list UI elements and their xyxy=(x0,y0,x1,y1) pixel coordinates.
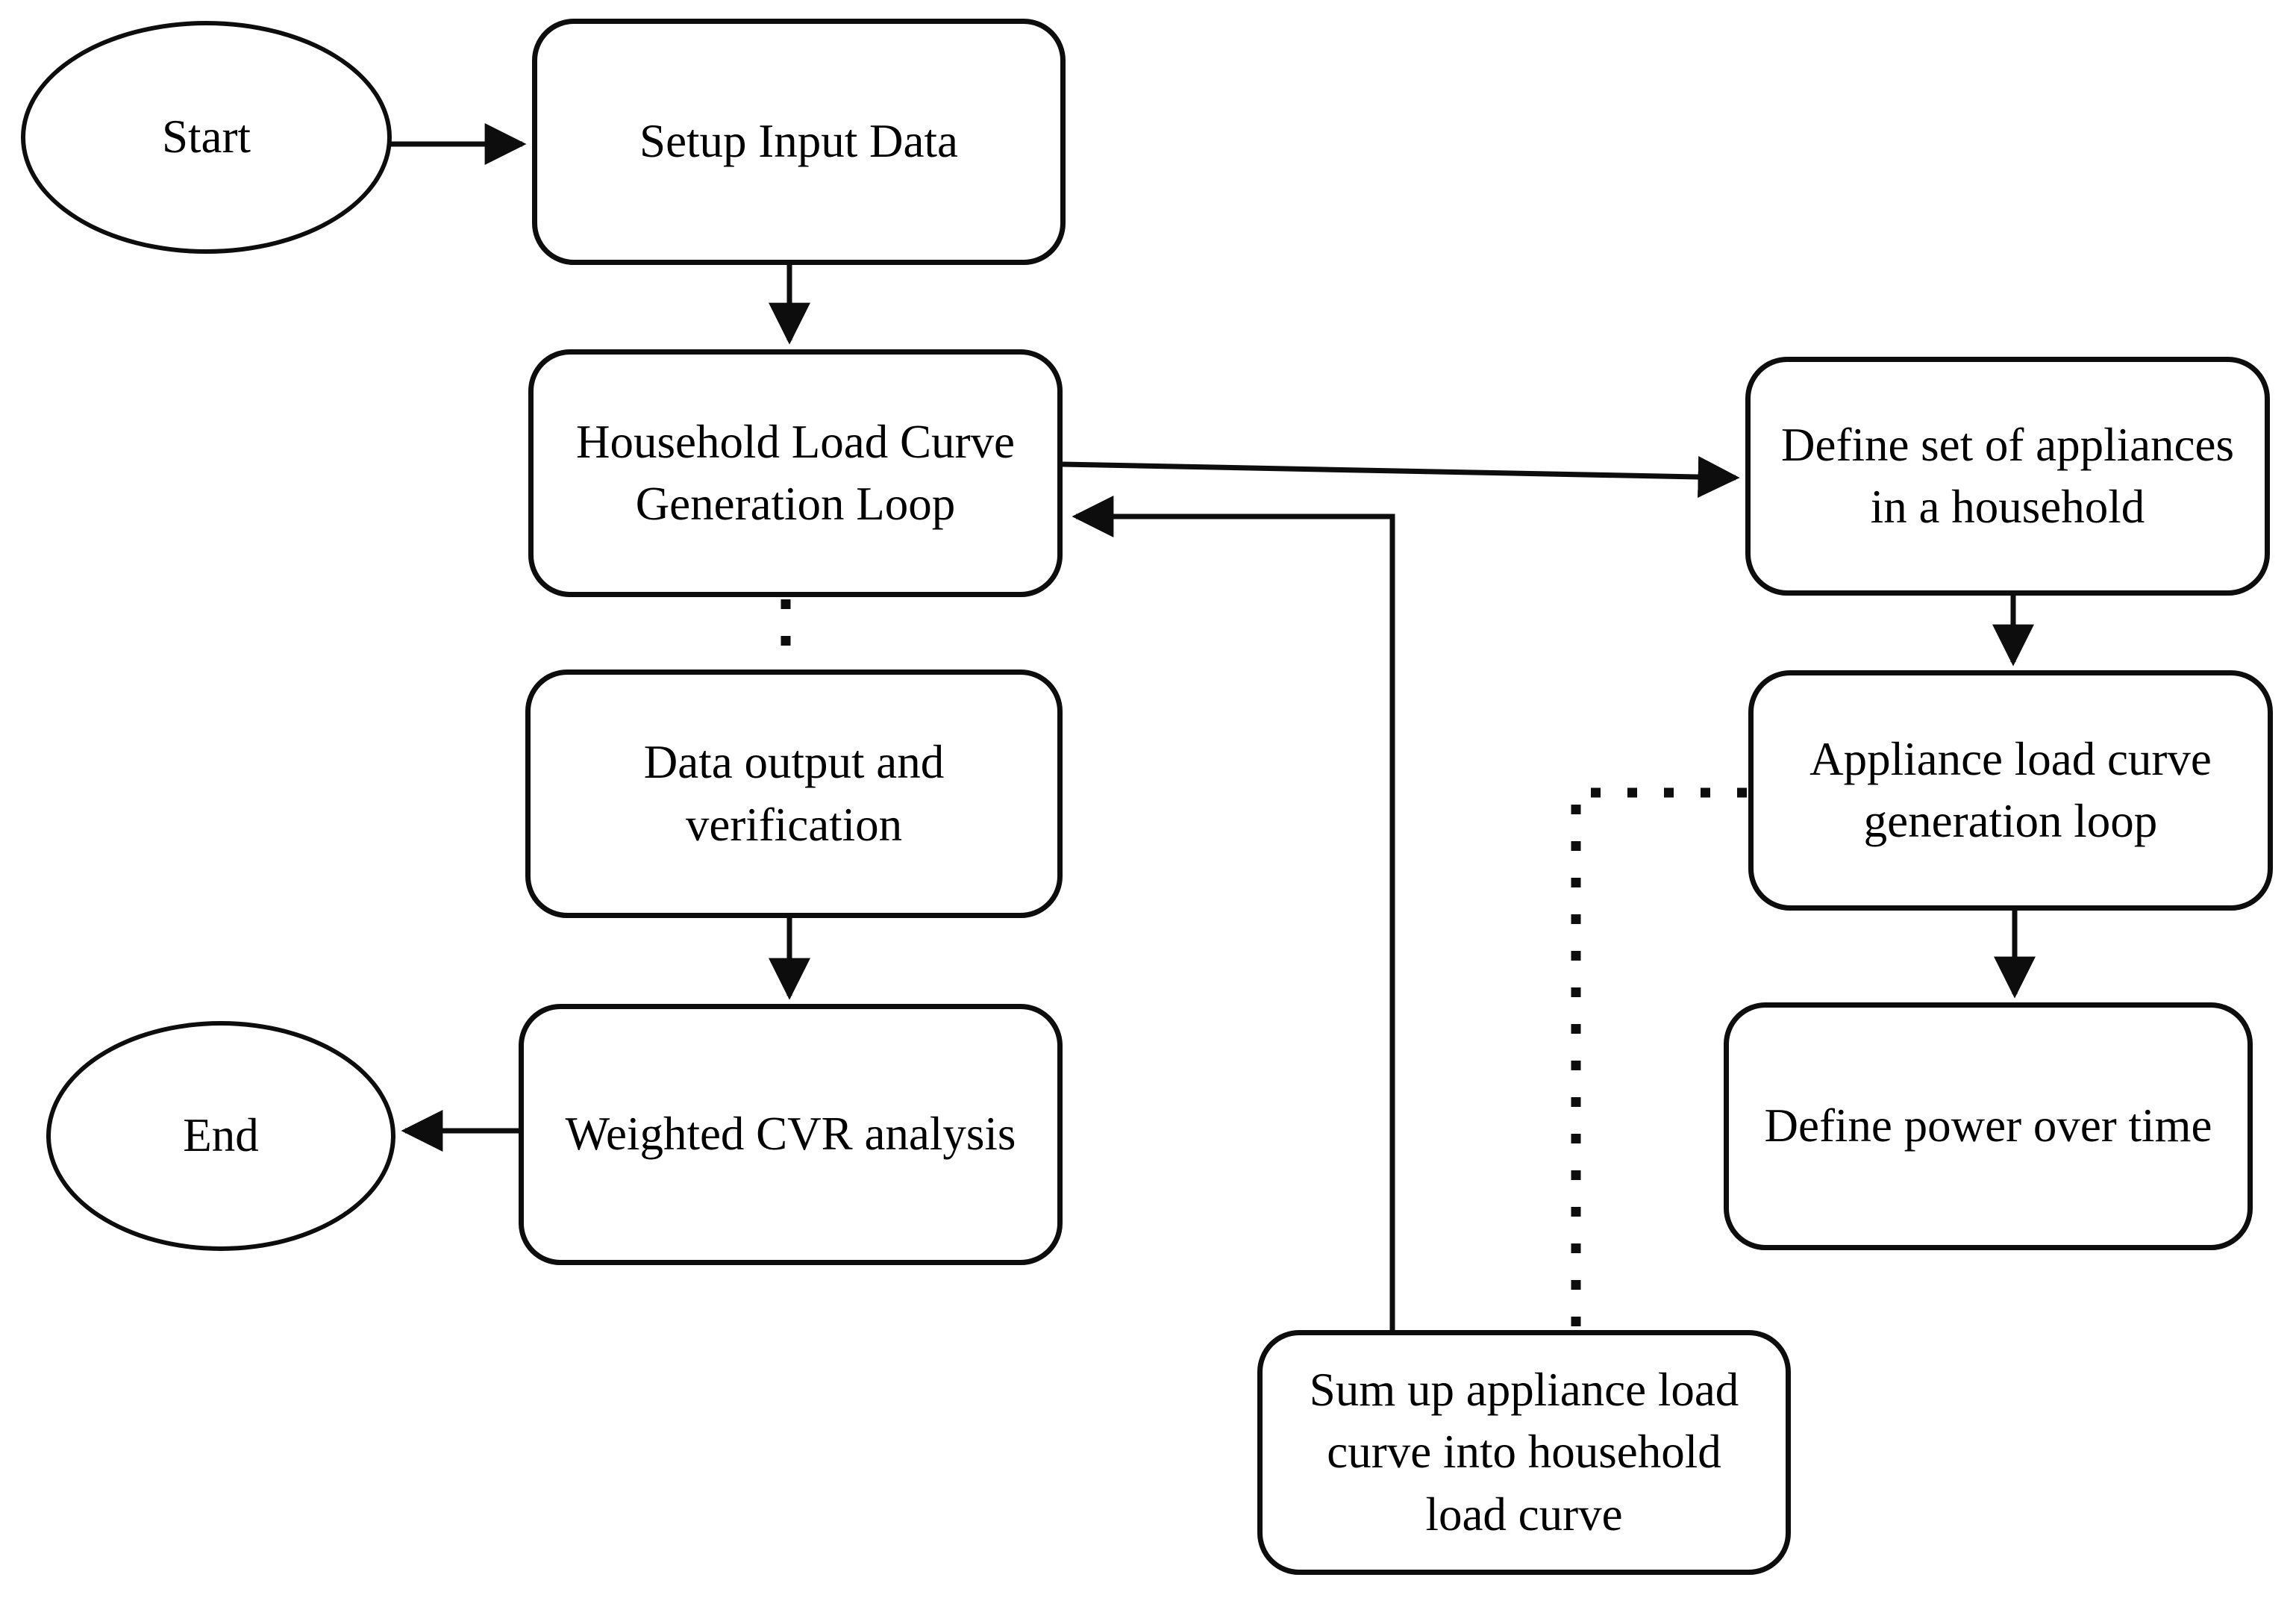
node-end: End xyxy=(46,1021,395,1251)
edge-household-loop-to-define-set xyxy=(1062,456,1740,498)
node-end-label: End xyxy=(172,1105,269,1167)
label-line: Weighted CVR analysis xyxy=(565,1108,1016,1161)
edge-sum-up-to-household-loop xyxy=(1072,496,1395,1330)
node-sum-up: Sum up appliance load curve into househo… xyxy=(1257,1330,1791,1575)
node-household-loop: Household Load Curve Generation Loop xyxy=(528,349,1063,597)
label-line: Setup Input Data xyxy=(639,115,958,168)
label-line: Define set of appliances xyxy=(1781,418,2234,471)
label-line: Appliance load curve xyxy=(1809,732,2212,785)
node-setup-input-data-label: Setup Input Data xyxy=(629,110,969,172)
label-line: verification xyxy=(685,798,903,851)
node-define-power: Define power over time xyxy=(1724,1002,2253,1250)
label-line: Define power over time xyxy=(1764,1099,2212,1152)
label-line: End xyxy=(183,1109,259,1162)
node-define-set-label: Define set of appliances in a household xyxy=(1771,414,2245,538)
label-line: load curve xyxy=(1425,1488,1623,1541)
node-household-loop-label: Household Load Curve Generation Loop xyxy=(566,411,1025,535)
label-line: generation loop xyxy=(1863,795,2158,847)
node-weighted-cvr-label: Weighted CVR analysis xyxy=(555,1103,1027,1165)
node-appliance-loop-label: Appliance load curve generation loop xyxy=(1799,728,2222,852)
node-start-label: Start xyxy=(151,106,261,168)
node-define-set: Define set of appliances in a household xyxy=(1745,357,2270,596)
label-line: Start xyxy=(162,110,251,163)
node-data-output: Data output and verification xyxy=(525,670,1063,918)
node-weighted-cvr: Weighted CVR analysis xyxy=(519,1004,1063,1265)
label-line: Generation Loop xyxy=(635,478,956,530)
label-line: in a household xyxy=(1870,481,2145,533)
label-line: Data output and xyxy=(643,736,945,789)
node-setup-input-data: Setup Input Data xyxy=(532,19,1066,265)
label-line: Sum up appliance load xyxy=(1309,1364,1739,1417)
edge-appliance-loop-to-sum-up-dotted xyxy=(1571,787,1747,1327)
label-line: Household Load Curve xyxy=(576,415,1015,468)
node-start: Start xyxy=(21,21,392,254)
node-data-output-label: Data output and verification xyxy=(634,731,954,855)
node-define-power-label: Define power over time xyxy=(1754,1095,2222,1157)
label-line: curve into household xyxy=(1327,1426,1721,1479)
node-sum-up-label: Sum up appliance load curve into househo… xyxy=(1299,1359,1750,1545)
node-appliance-loop: Appliance load curve generation loop xyxy=(1748,670,2273,911)
